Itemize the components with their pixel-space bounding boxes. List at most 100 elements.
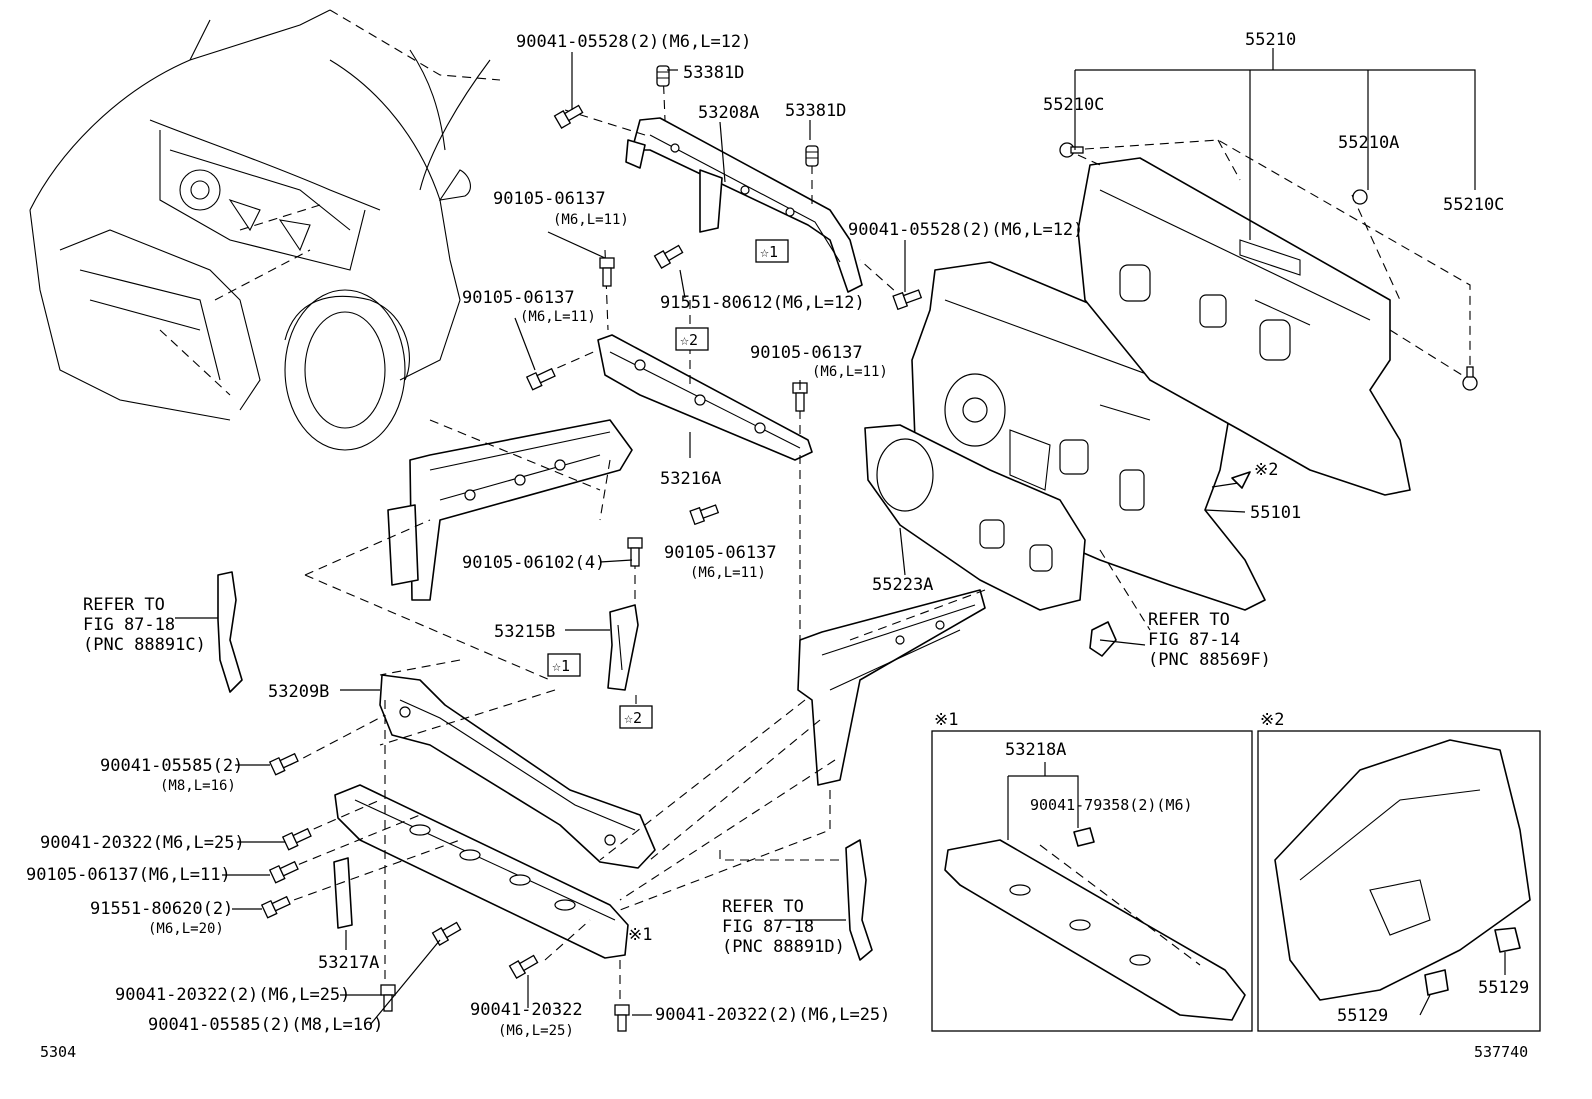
label-91551-80612: 91551-80612(M6,L=12)	[660, 293, 865, 313]
detail-box-1	[931, 730, 1253, 1032]
ref-bottom-line3: (PNC 88891D)	[722, 937, 845, 957]
label-53218a: 53218A	[1005, 740, 1066, 760]
bolt-icon	[614, 1004, 630, 1032]
label-53208a: 53208A	[698, 103, 759, 123]
ref-bottom-line1: REFER TO	[722, 897, 804, 917]
assembly-lines	[279, 69, 1471, 1005]
label-90105-06137-c: 90105-06137	[750, 343, 863, 363]
star-marker-1a: ☆1	[760, 243, 778, 261]
part-labels: 90041-05528(2)(M6,L=12) 53381D 53208A 53…	[26, 30, 1529, 1061]
clip-icon	[1352, 189, 1368, 205]
label-90041-05528-top: 90041-05528(2)(M6,L=12)	[516, 32, 751, 52]
label-55210c-left: 55210C	[1043, 95, 1104, 115]
label-55223a: 55223A	[872, 575, 933, 595]
part-right-side-support	[797, 589, 986, 786]
part-lower-bumper-reinforcement	[334, 784, 629, 959]
bolt-icon	[627, 537, 643, 567]
label-53216a: 53216A	[660, 469, 721, 489]
ref-right-line2: FIG 87-14	[1148, 630, 1240, 650]
label-90041-20322-c-sub: (M6,L=25)	[498, 1023, 574, 1039]
star-marker-2a: ☆2	[680, 331, 698, 349]
label-55210a: 55210A	[1338, 133, 1399, 153]
bolt-icon	[553, 104, 584, 129]
label-53217a: 53217A	[318, 953, 379, 973]
bolt-icon	[689, 504, 720, 526]
ref-bottom-line2: FIG 87-18	[722, 917, 814, 937]
label-53381d-mid: 53381D	[785, 101, 846, 121]
bolt-icon	[281, 827, 312, 851]
label-53215b: 53215B	[494, 622, 555, 642]
label-55210: 55210	[1245, 30, 1296, 50]
part-left-side-support	[387, 419, 633, 601]
label-90105-06137-e: 90105-06137(M6,L=11)	[26, 865, 231, 885]
bolt-icon	[260, 895, 291, 919]
label-90105-06102: 90105-06102(4)	[462, 553, 605, 573]
bolt-icon	[268, 752, 299, 776]
leader-lines	[175, 48, 1506, 1026]
label-90041-20322-a: 90041-20322(M6,L=25)	[40, 833, 245, 853]
label-53209b: 53209B	[268, 682, 329, 702]
star-marker-1b: ☆1	[552, 657, 570, 675]
label-90105-06137-a-sub: (M6,L=11)	[553, 212, 629, 228]
star-marker-2b: ☆2	[624, 709, 642, 727]
note-2-arrow-mark: ※2	[1254, 460, 1278, 480]
label-90041-20322-b: 90041-20322(2)(M6,L=25)	[115, 985, 350, 1005]
bolt-icons	[260, 65, 1478, 1032]
clip-icon	[656, 65, 670, 87]
clip-icon	[1462, 366, 1478, 391]
part-55210	[1077, 157, 1411, 496]
clip-icon	[1059, 142, 1084, 158]
label-55129-b: 55129	[1478, 978, 1529, 998]
bolt-icon	[525, 367, 556, 391]
label-90041-05585-b: 90041-05585(2)(M8,L=16)	[148, 1015, 383, 1035]
ref-left-line2: FIG 87-18	[83, 615, 175, 635]
ref-left-line3: (PNC 88891C)	[83, 635, 206, 655]
label-55101: 55101	[1250, 503, 1301, 523]
bolt-icon	[431, 921, 462, 946]
part-ref-88569f	[1089, 621, 1117, 657]
ref-right-line1: REFER TO	[1148, 610, 1230, 630]
detail-box-2	[1257, 730, 1541, 1032]
label-91551-80620: 91551-80620(2)	[90, 899, 233, 919]
label-90041-05585-a-sub: (M8,L=16)	[160, 778, 236, 794]
clip-icon	[805, 145, 819, 167]
arrow-icon	[1231, 471, 1251, 489]
note-1-box-mark: ※1	[934, 710, 958, 730]
label-90041-20322-c: 90041-20322	[470, 1000, 583, 1020]
label-90105-06137-b: 90105-06137	[462, 288, 575, 308]
label-90105-06137-a: 90105-06137	[493, 189, 606, 209]
vehicle-locator-illustration	[29, 9, 501, 451]
ref-left-line1: REFER TO	[83, 595, 165, 615]
figure-number: 5304	[40, 1043, 76, 1061]
bolt-icon	[268, 860, 299, 884]
star-markers	[547, 239, 789, 729]
bolt-icon	[599, 257, 615, 287]
part-53215b	[607, 604, 639, 691]
label-90105-06137-d-sub: (M6,L=11)	[690, 565, 766, 581]
bolt-icon	[892, 289, 923, 311]
part-53208a	[625, 117, 863, 293]
part-53217a	[333, 857, 353, 929]
label-90041-05528-right: 90041-05528(2)(M6,L=12)	[848, 220, 1083, 240]
label-55129-a: 55129	[1337, 1006, 1388, 1026]
label-55210c-right: 55210C	[1443, 195, 1504, 215]
bolt-icon	[508, 954, 539, 979]
ref-right-line3: (PNC 88569F)	[1148, 650, 1271, 670]
part-55223a	[864, 424, 1086, 611]
label-90105-06137-c-sub: (M6,L=11)	[812, 364, 888, 380]
label-90041-05585-a: 90041-05585(2)	[100, 756, 243, 776]
label-90105-06137-b-sub: (M6,L=11)	[520, 309, 596, 325]
label-91551-80620-sub: (M6,L=20)	[148, 921, 224, 937]
part-ref-88891c	[217, 571, 243, 693]
label-90105-06137-d: 90105-06137	[664, 543, 777, 563]
part-ref-88891d	[845, 839, 873, 961]
part-53216a	[597, 334, 813, 461]
label-90041-20322-d: 90041-20322(2)(M6,L=25)	[655, 1005, 890, 1025]
note-1-bumper-mark: ※1	[628, 925, 652, 945]
bolt-icon	[653, 244, 684, 269]
note-2-box-mark: ※2	[1260, 710, 1284, 730]
label-90041-79358: 90041-79358(2)(M6)	[1030, 796, 1193, 814]
label-53381d-top: 53381D	[683, 63, 744, 83]
image-code: 537740	[1474, 1043, 1528, 1061]
